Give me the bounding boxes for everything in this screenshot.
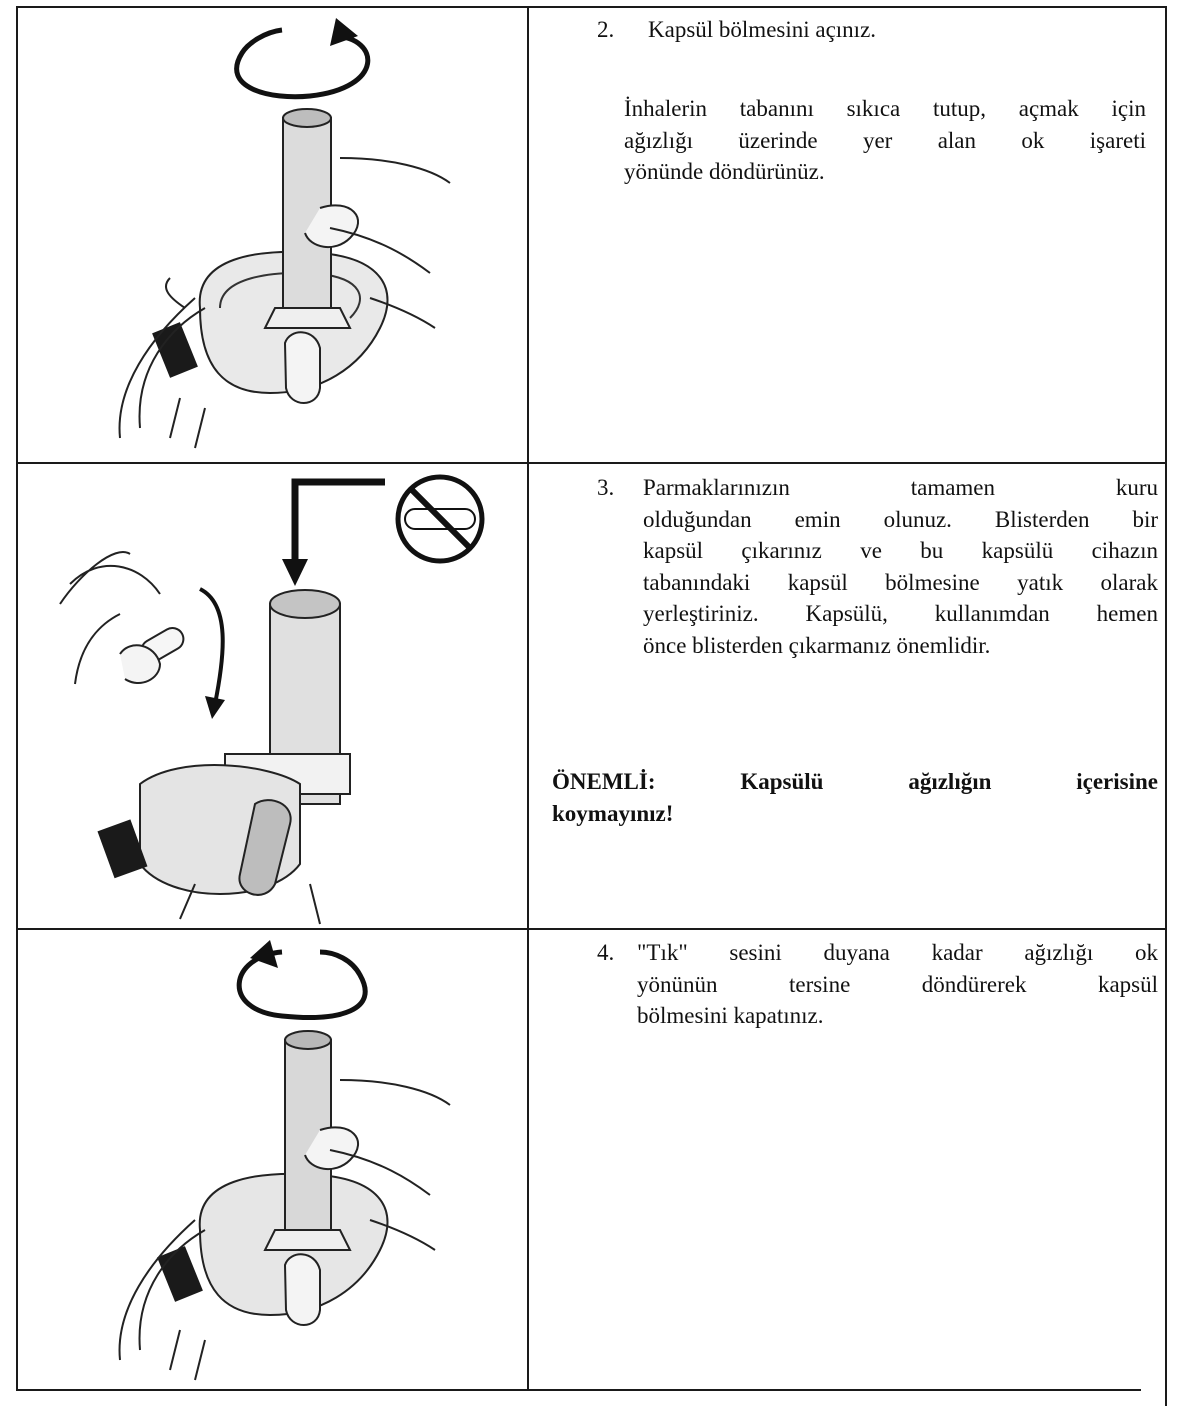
table-border-middle [527, 6, 529, 1391]
insert-capsule-illustration [20, 464, 525, 926]
text-line: kapsül çıkarınız ve bu kapsülü cihazın [643, 535, 1158, 567]
step-description: İnhalerin tabanını sıkıca tutup, açmak i… [624, 93, 1146, 188]
text-line: Parmaklarınızın tamamen kuru [643, 472, 1158, 504]
table-border-left [16, 6, 18, 1391]
step-number: 2. [597, 14, 614, 46]
text-line: yönünün tersine döndürerek kapsül [637, 969, 1158, 1001]
open-capsule-chamber-illustration [20, 8, 525, 460]
close-capsule-chamber-illustration [20, 930, 525, 1388]
text-line: İnhalerin tabanını sıkıca tutup, açmak i… [624, 93, 1146, 125]
no-capsule-in-mouthpiece-icon [398, 477, 482, 561]
step-number: 3. [597, 472, 614, 504]
down-arrow-icon [282, 482, 385, 586]
text-line: ÖNEMLİ: Kapsülü ağızlığın içerisine [552, 766, 1158, 798]
text-line: koymayınız! [552, 798, 1158, 830]
step-description: Parmaklarınızın tamamen kuru olduğundan … [643, 472, 1158, 661]
step-number: 4. [597, 937, 614, 969]
table-border-bottom [16, 1389, 1141, 1391]
warning-note: ÖNEMLİ: Kapsülü ağızlığın içerisine koym… [552, 766, 1158, 829]
step-description: "Tık" sesini duyana kadar ağızlığı ok yö… [637, 937, 1158, 1032]
text-line: bölmesini kapatınız. [637, 1000, 1158, 1032]
rotate-arrow-icon [239, 952, 365, 1017]
text-line: "Tık" sesini duyana kadar ağızlığı ok [637, 937, 1158, 969]
table-border-right [1165, 6, 1167, 1406]
text-line: olduğundan emin olunuz. Blisterden bir [643, 504, 1158, 536]
text-line: tabanındaki kapsül bölmesine yatık olara… [643, 567, 1158, 599]
text-line: yönünde döndürünüz. [624, 156, 1146, 188]
text-line: ağızlığı üzerinde yer alan ok işareti [624, 125, 1146, 157]
text-line: yerleştiriniz. Kapsülü, kullanımdan heme… [643, 598, 1158, 630]
step-title: Kapsül bölmesini açınız. [648, 14, 876, 46]
text-line: önce blisterden çıkarmanız önemlidir. [643, 630, 1158, 662]
rotate-arrow-icon [237, 30, 368, 97]
